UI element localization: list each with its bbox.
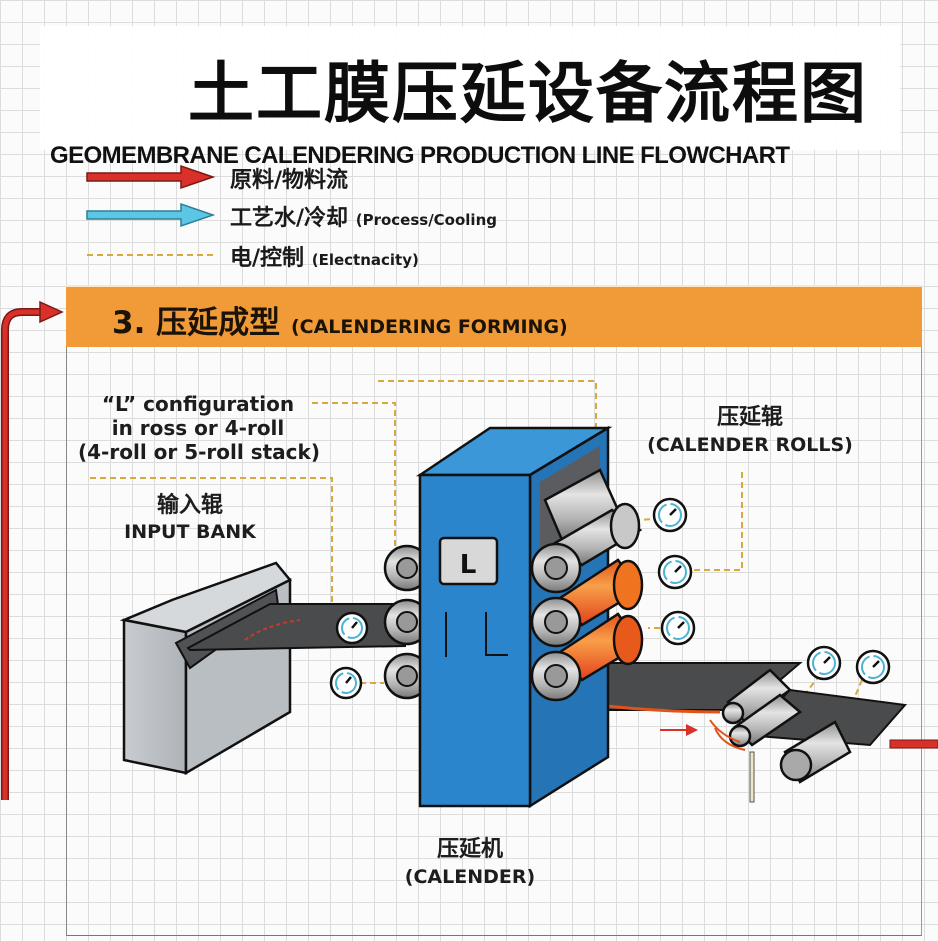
calender-label-en: (CALENDER) [404,866,536,888]
calender-label-cn: 压延机 [436,837,503,862]
legend-label-electricity: 电/控制 (Electnacity) [230,246,419,271]
calender-rolls-label: 压延辊 (CALENDER ROLLS) [640,403,860,457]
gauge-icon [660,610,696,646]
calender-rolls-label-cn: 压延辊 [716,405,783,430]
take-off-rolls [709,668,852,803]
config-label: “L” configuration in ross or 4-roll (4-r… [78,392,320,464]
red-arrow-icon [86,164,215,190]
outgoing-flow-arrow [889,739,938,749]
calender-rolls [530,468,644,702]
l-config-plate [438,536,499,586]
page-title-cn: 土工膜压延设备流程图 [188,55,868,132]
input-bank-label-cn: 输入辊 [156,493,223,518]
gauge-icon [329,666,363,700]
section-banner: 3. 压延成型 (CALENDERING FORMING) [66,285,922,347]
input-bank-label-en: INPUT BANK [124,521,256,543]
legend-item-electricity: 电/控制 (Electnacity) [85,240,419,271]
small-flow-arrow [660,724,698,736]
legend-item-process-cooling: 工艺水/冷却 (Process/Cooling [85,200,497,231]
legend-label-material: 原料/物料流 [230,168,349,193]
config-label-line3: (4-roll or 5-roll stack) [78,440,320,464]
calender-label: 压延机 (CALENDER) [390,835,550,889]
config-label-line2: in ross or 4-roll [111,416,285,440]
legend-label-cooling: 工艺水/冷却 (Process/Cooling [230,206,497,231]
config-label-line1: “L” configuration [101,392,295,416]
blue-arrow-icon [86,202,215,228]
section-frame [66,285,922,936]
title-block: 土工膜压延设备流程图 GEOMEMBRANE CALENDERING PRODU… [40,26,900,169]
section-title: 3. 压延成型 (CALENDERING FORMING) [112,305,568,341]
input-bank-machine [119,561,292,776]
left-roll-stack [383,544,431,700]
gauge-icon [855,649,891,685]
plate-letter: L [460,550,477,580]
incoming-flow-arrow [1,300,64,800]
gauge-icon [806,645,842,681]
gauge-icon [652,497,688,533]
calender-rolls-label-en: (CALENDER ROLLS) [647,434,853,456]
gauge-icon [657,554,693,590]
gauges [329,497,891,700]
legend-item-material-flow: 原料/物料流 [85,162,348,193]
page-title-en: GEOMEMBRANE CALENDERING PRODUCTION LINE … [50,142,790,169]
dashed-line-icon [87,254,213,256]
input-bank-label: 输入辊 INPUT BANK [105,492,275,544]
gauge-icon [335,611,369,645]
